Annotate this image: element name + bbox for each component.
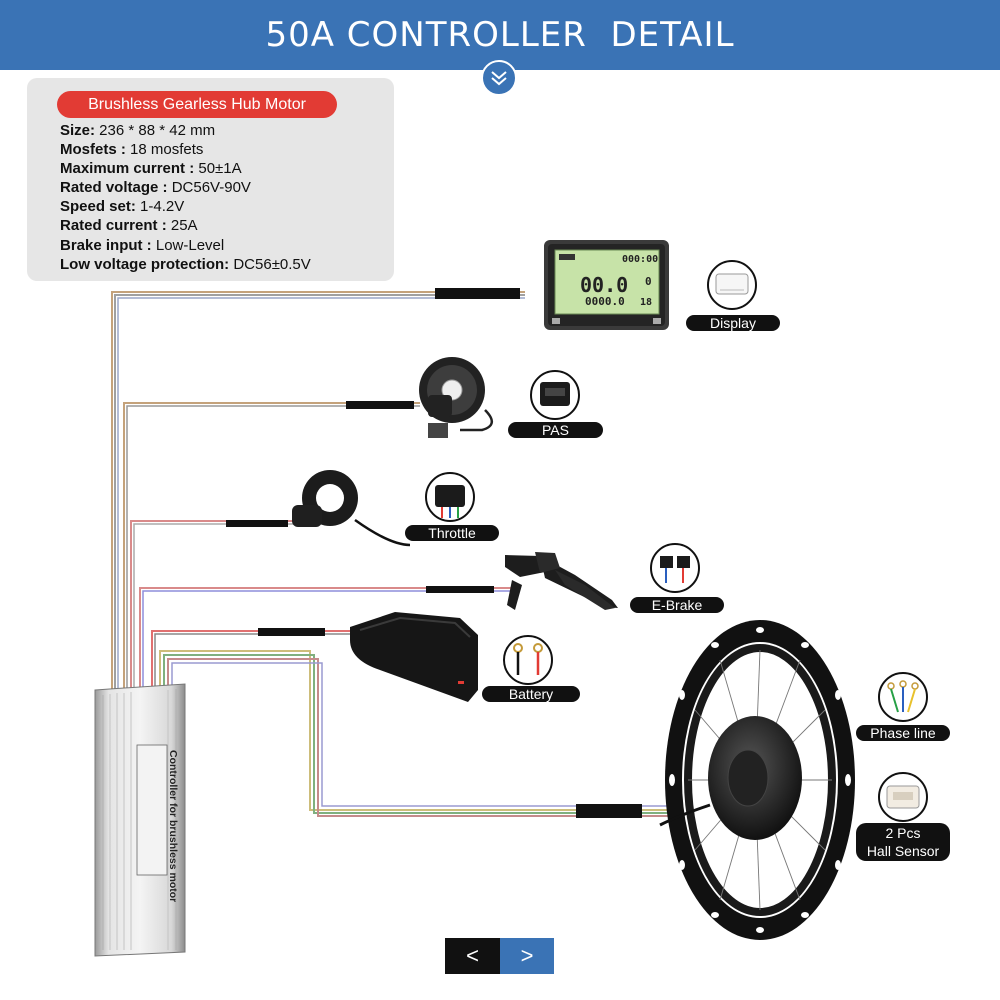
spec-value: 18 mosfets: [125, 141, 204, 159]
next-button[interactable]: >: [500, 938, 554, 974]
chevron-down-icon[interactable]: [481, 60, 517, 96]
ebrake-wire-sleeve: [426, 586, 494, 593]
spec-row-speed-set: Speed set: 1-4.2V: [60, 197, 390, 216]
spec-row-rated-voltage: Rated voltage : DC56V-90V: [60, 178, 390, 197]
throttle-connector-icon: [425, 472, 475, 522]
display-odo: 0000.0: [585, 295, 625, 308]
header-banner: 50A CONTROLLER DETAIL: [0, 0, 1000, 70]
spec-row-max-current: Maximum current : 50±1A: [60, 159, 390, 178]
hub-motor-wheel: [659, 620, 855, 940]
wire-motor: [159, 650, 680, 818]
spec-label: Size:: [60, 122, 96, 139]
hall-sensor-label: 2 Pcs Hall Sensor: [856, 823, 950, 861]
throttle-wire-sleeve: [226, 520, 288, 527]
battery-pack: [350, 612, 478, 702]
spec-title-badge: Brushless Gearless Hub Motor: [57, 91, 337, 118]
prev-button[interactable]: <: [445, 938, 500, 974]
spec-value: 25A: [166, 217, 198, 235]
spec-value: DC56V-90V: [167, 179, 251, 197]
wire-ebrake: [139, 586, 515, 690]
display-right-top: 0: [645, 275, 652, 288]
spec-value: DC56±0.5V: [229, 255, 311, 273]
motor-wire-sleeve: [576, 804, 642, 818]
spec-label: Rated current :: [60, 217, 167, 235]
spec-list: Size: 236 * 88 * 42 mm Mosfets : 18 mosf…: [60, 121, 390, 274]
throttle-unit: [292, 470, 411, 547]
display-wire-sleeve: [435, 288, 520, 299]
display-connector-icon: [707, 260, 757, 310]
page-title: 50A CONTROLLER DETAIL: [265, 15, 735, 55]
spec-label: Brake input :: [60, 236, 152, 254]
wire-pas: [123, 401, 420, 690]
pas-sensor: [419, 357, 493, 438]
hall-sensor-label-line2: Hall Sensor: [866, 843, 940, 859]
spec-value: 50±1A: [194, 160, 242, 178]
display-right-bottom: 18: [640, 297, 652, 308]
wire-throttle: [130, 520, 295, 690]
spec-label: Low voltage protection:: [60, 255, 230, 273]
display-speed: 00.0: [580, 273, 628, 297]
battery-wire-sleeve: [258, 628, 325, 636]
controller-box: Controller for brushless motor: [94, 683, 186, 957]
phase-connector-icon: [878, 672, 928, 722]
wire-display: [111, 288, 525, 690]
controller-label: Controller for brushless motor: [167, 750, 179, 902]
spec-value: Low-Level: [151, 236, 225, 254]
display-time: 000:00: [622, 254, 658, 265]
battery-label: Battery: [482, 686, 580, 702]
spec-label: Mosfets :: [60, 141, 126, 159]
hall-sensor-label-line1: 2 Pcs: [885, 825, 921, 841]
wire-battery: [151, 628, 350, 690]
hall-connector-icon: [878, 772, 928, 822]
spec-row-rated-current: Rated current : 25A: [60, 216, 390, 235]
spec-label: Speed set:: [60, 198, 136, 216]
throttle-label: Throttle: [405, 525, 499, 541]
spec-row-brake-input: Brake input : Low-Level: [60, 236, 390, 255]
spec-label: Maximum current :: [60, 160, 195, 178]
pas-connector-icon: [530, 370, 580, 420]
spec-row-low-voltage: Low voltage protection: DC56±0.5V: [60, 255, 390, 274]
spec-label: Rated voltage :: [60, 179, 168, 197]
ebrake-label: E-Brake: [630, 597, 724, 613]
phase-line-label: Phase line: [856, 725, 950, 741]
pas-label: PAS: [508, 422, 603, 438]
ebrake-connector-icon: [650, 543, 700, 593]
battery-level-icon: [559, 254, 575, 260]
battery-connector-icon: [503, 635, 553, 685]
ebrake-levers: [505, 552, 618, 610]
display-label: Display: [686, 315, 780, 331]
spec-row-mosfets: Mosfets : 18 mosfets: [60, 140, 390, 159]
display-unit: 000:00 00.0 0 0000.0 18: [544, 240, 669, 330]
spec-value: 1-4.2V: [135, 198, 185, 216]
spec-value: 236 * 88 * 42 mm: [95, 122, 216, 139]
pas-wire-sleeve: [346, 401, 414, 409]
spec-row-size: Size: 236 * 88 * 42 mm: [60, 121, 390, 140]
